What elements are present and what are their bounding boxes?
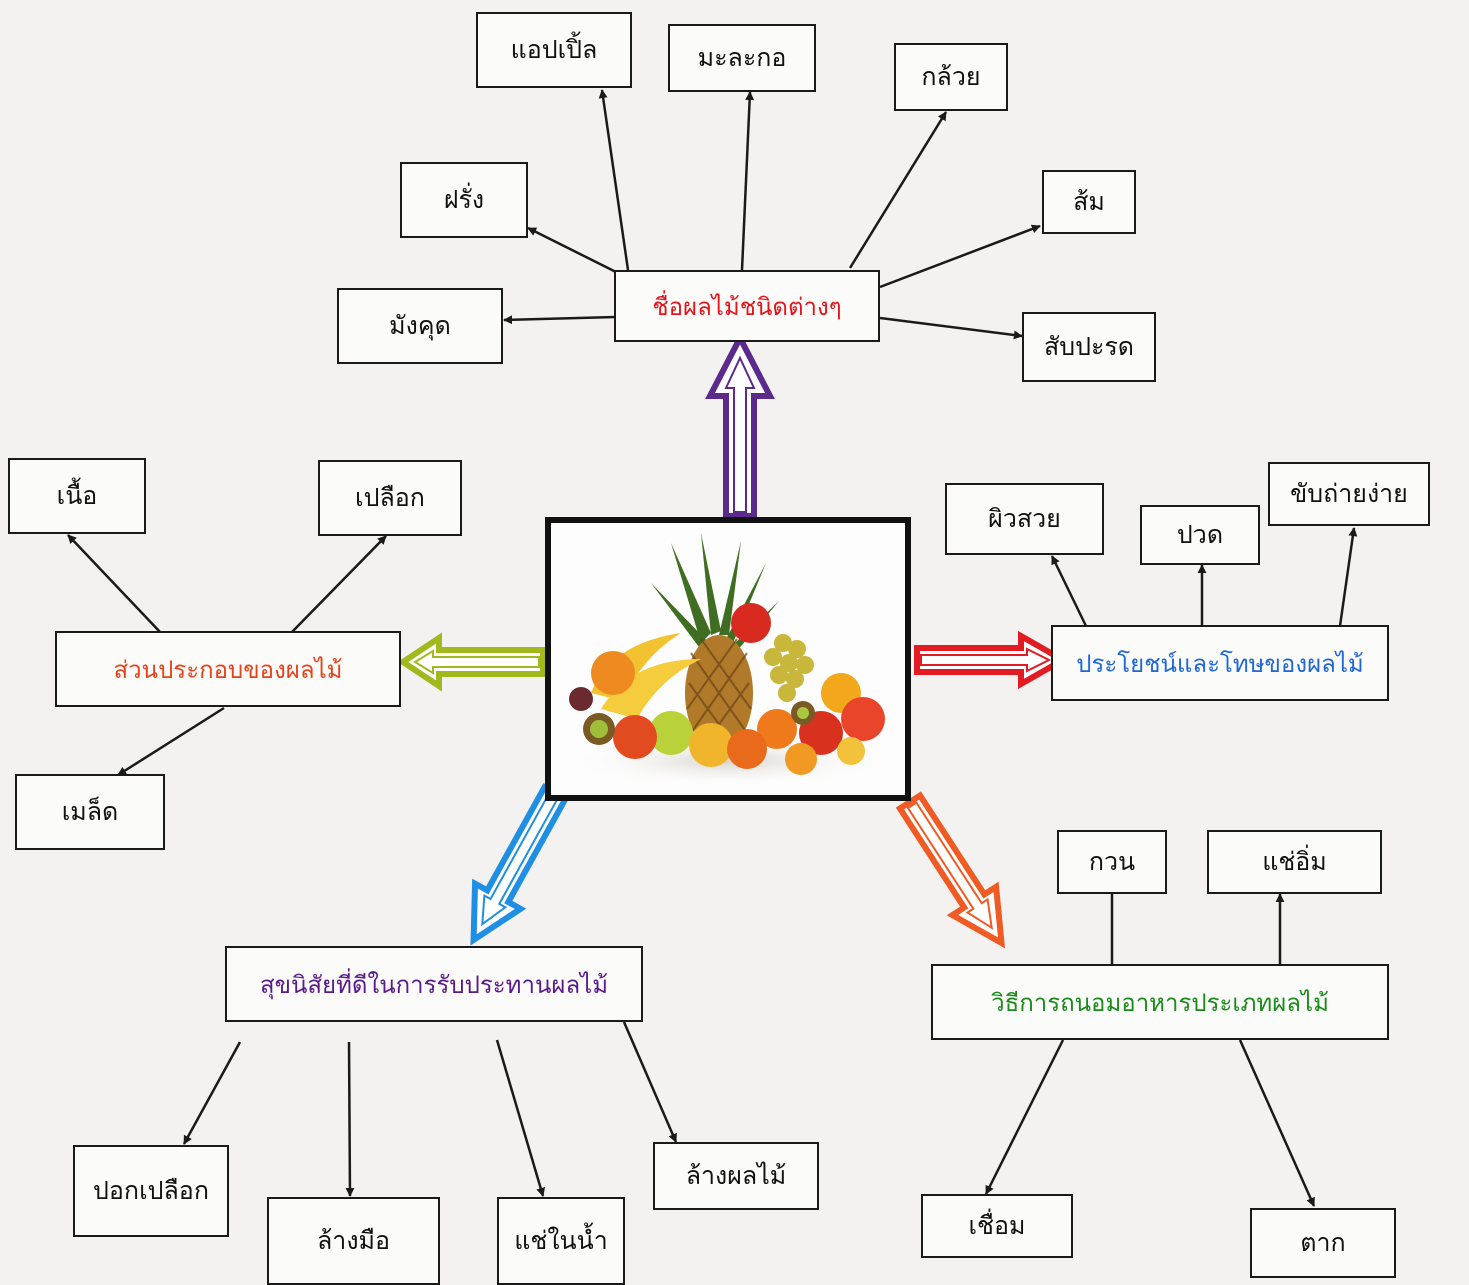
preserve-item-paste: กวน xyxy=(1057,830,1167,894)
category-fruit-parts: ส่วนประกอบของผลไม้ xyxy=(55,631,401,707)
link-arrow xyxy=(345,1041,355,1197)
link-arrow xyxy=(67,534,161,633)
fruit-item-papaya: มะละกอ xyxy=(668,24,816,92)
link-arrow xyxy=(1050,555,1088,627)
fruit-item-pineapple: สับปะรด xyxy=(1022,312,1156,382)
category-fruit-names: ชื่อผลไม้ชนิดต่างๆ xyxy=(614,270,880,342)
fruit-item-apple: แอปเปิ้ล xyxy=(476,12,632,88)
link-arrow xyxy=(117,706,225,777)
link-arrow xyxy=(527,226,617,274)
part-item-flesh: เนื้อ xyxy=(8,458,146,534)
hollow-arrow-up xyxy=(705,331,775,519)
link-arrow xyxy=(848,111,948,269)
hollow-arrow-right xyxy=(914,630,1070,690)
link-arrow xyxy=(495,1039,546,1197)
part-item-peel: เปลือก xyxy=(318,460,462,536)
link-arrow xyxy=(598,89,630,271)
link-arrow xyxy=(740,91,755,271)
benefit-item-easy-excretion: ขับถ่ายง่าย xyxy=(1268,462,1430,526)
hollow-arrow-down-right xyxy=(895,791,1006,949)
fruit-illustration xyxy=(568,533,888,787)
hygiene-item-wash-hands: ล้างมือ xyxy=(267,1197,440,1285)
link-arrow xyxy=(182,1041,242,1145)
link-arrow xyxy=(1238,1039,1316,1207)
hollow-arrow-left xyxy=(397,632,546,692)
link-arrow xyxy=(879,316,1023,340)
category-benefits: ประโยชน์และโทษของผลไม้ xyxy=(1051,625,1389,701)
link-arrow xyxy=(879,224,1041,289)
fruit-item-guava: ฝรั่ง xyxy=(400,162,528,238)
link-arrow xyxy=(622,1021,678,1143)
link-arrow xyxy=(503,315,617,325)
link-arrow xyxy=(984,1039,1065,1195)
preserve-item-sun-dry: ตาก xyxy=(1250,1208,1396,1278)
hygiene-item-soak: แช่ในน้ำ xyxy=(497,1197,625,1285)
part-item-seed: เมล็ด xyxy=(15,774,165,850)
fruit-basket-icon xyxy=(545,517,911,801)
category-hygiene: สุขนิสัยที่ดีในการรับประทานผลไม้ xyxy=(225,946,643,1022)
benefit-item-ache: ปวด xyxy=(1140,505,1260,565)
link-arrow xyxy=(1338,527,1358,627)
hollow-arrow-down-left xyxy=(470,783,570,946)
fruit-item-banana: กล้วย xyxy=(894,43,1008,111)
preserve-item-candied: แช่อิ่ม xyxy=(1207,830,1382,894)
hygiene-item-peel: ปอกเปลือก xyxy=(73,1145,229,1237)
link-arrow xyxy=(291,535,387,633)
benefit-item-beautiful-skin: ผิวสวย xyxy=(945,483,1104,555)
fruit-item-mangosteen: มังคุด xyxy=(337,288,503,364)
preserve-item-syrup: เชื่อม xyxy=(921,1194,1073,1258)
category-preservation: วิธีการถนอมอาหารประเภทผลไม้ xyxy=(931,964,1389,1040)
fruit-item-orange: ส้ม xyxy=(1042,170,1136,234)
hygiene-item-wash-fruit: ล้างผลไม้ xyxy=(653,1142,819,1210)
